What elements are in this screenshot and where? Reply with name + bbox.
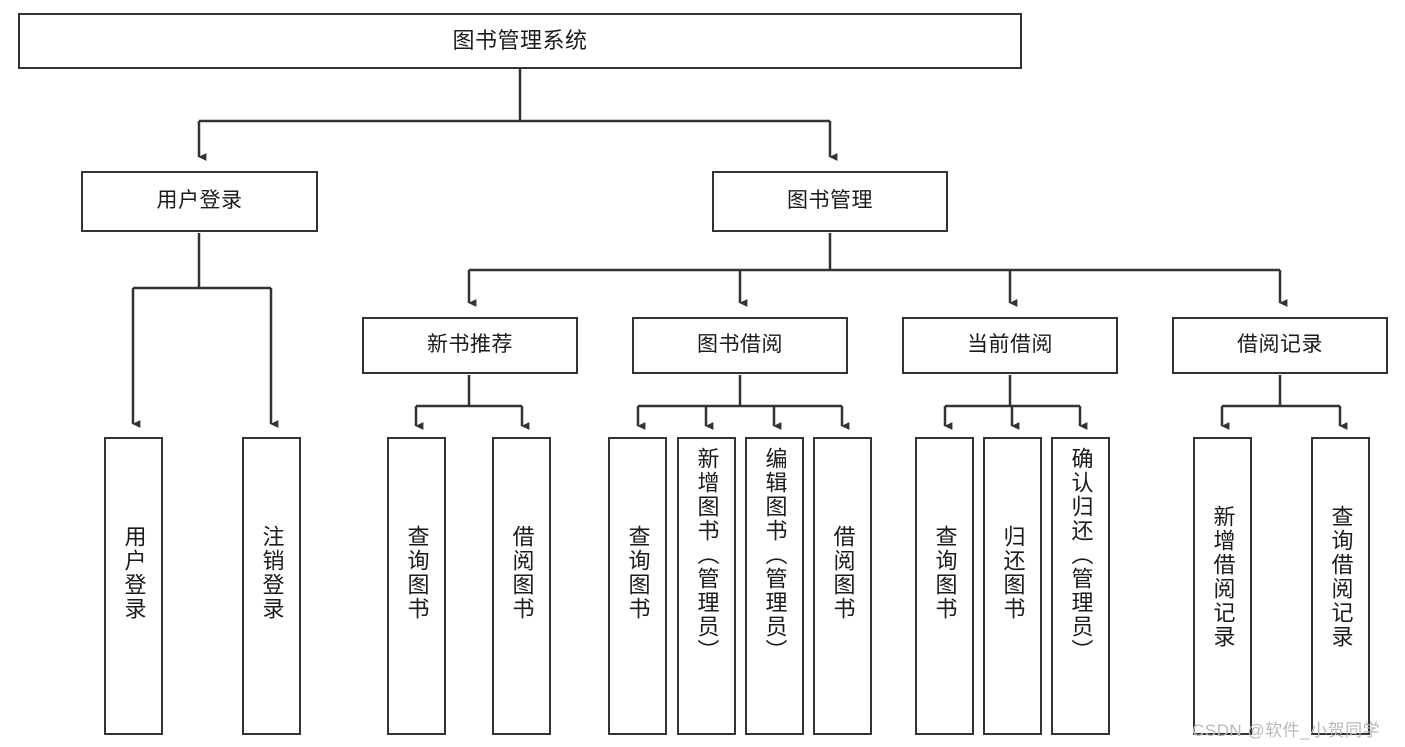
node-label: 查询图书 [625, 525, 651, 621]
leaf-user-logout[interactable]: 注销登录 [242, 437, 301, 735]
node-label: 确认归还（管理员） [1068, 447, 1094, 663]
node-label: 新增图书（管理员） [694, 447, 720, 663]
leaf-edit-book-admin[interactable]: 编辑图书（管理员） [745, 437, 804, 735]
node-borrow-record[interactable]: 借阅记录 [1172, 317, 1388, 374]
node-label: 归还图书 [1000, 525, 1026, 621]
node-new-book-recommend[interactable]: 新书推荐 [362, 317, 578, 374]
node-book-borrow[interactable]: 图书借阅 [632, 317, 848, 374]
node-label: 借阅图书 [509, 525, 535, 621]
leaf-add-borrow-record[interactable]: 新增借阅记录 [1193, 437, 1252, 735]
node-label: 图书管理 [787, 189, 873, 213]
node-book-management[interactable]: 图书管理 [712, 171, 948, 232]
node-user-login[interactable]: 用户登录 [81, 171, 318, 232]
csdn-watermark: CSDN @软件_小贺同学 [1192, 721, 1381, 740]
node-label: 图书借阅 [697, 333, 783, 357]
leaf-add-book-admin[interactable]: 新增图书（管理员） [677, 437, 736, 735]
node-label: 用户登录 [121, 525, 147, 621]
node-label: 借阅图书 [830, 525, 856, 621]
node-label: 查询图书 [404, 525, 430, 621]
node-label: 借阅记录 [1237, 333, 1323, 357]
node-label: 用户登录 [156, 189, 243, 213]
node-label: 当前借阅 [967, 333, 1053, 357]
node-label: 新增借阅记录 [1210, 505, 1236, 649]
node-label: 查询图书 [932, 525, 958, 621]
node-label: 新书推荐 [427, 333, 513, 357]
node-label: 图书管理系统 [452, 28, 588, 54]
leaf-query-book-current[interactable]: 查询图书 [915, 437, 974, 735]
leaf-user-login[interactable]: 用户登录 [104, 437, 163, 735]
node-current-borrow[interactable]: 当前借阅 [902, 317, 1118, 374]
node-label: 注销登录 [259, 525, 285, 621]
leaf-borrow-book[interactable]: 借阅图书 [813, 437, 872, 735]
leaf-query-book-borrow[interactable]: 查询图书 [608, 437, 667, 735]
node-label: 查询借阅记录 [1328, 505, 1354, 649]
leaf-query-book-recommend[interactable]: 查询图书 [387, 437, 446, 735]
node-book-management-system[interactable]: 图书管理系统 [18, 13, 1022, 69]
leaf-query-borrow-record[interactable]: 查询借阅记录 [1311, 437, 1370, 735]
leaf-return-book[interactable]: 归还图书 [983, 437, 1042, 735]
leaf-borrow-book-recommend[interactable]: 借阅图书 [492, 437, 551, 735]
node-label: 编辑图书（管理员） [762, 447, 788, 663]
leaf-confirm-return-admin[interactable]: 确认归还（管理员） [1051, 437, 1110, 735]
